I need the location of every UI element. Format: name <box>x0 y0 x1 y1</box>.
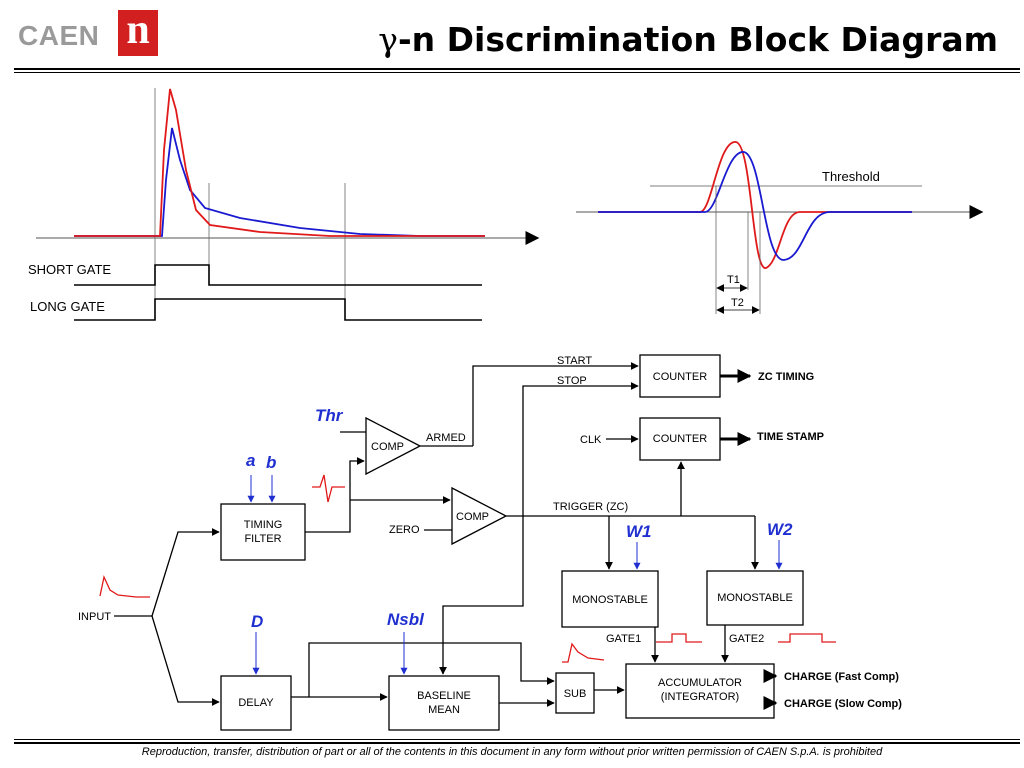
zc-timing-label: ZC TIMING <box>758 371 814 383</box>
armed-label: ARMED <box>426 432 466 444</box>
clk-label: CLK <box>580 434 602 446</box>
threshold-label: Threshold <box>822 169 880 184</box>
zc-blue-pulse <box>598 151 912 261</box>
filter-output-sketch <box>312 474 345 503</box>
input-to-delay-wire <box>151 615 220 706</box>
start-label: START <box>557 355 592 367</box>
gate2-label: GATE2 <box>729 633 764 645</box>
t2-label: T2 <box>731 297 744 309</box>
input-label: INPUT <box>78 611 111 623</box>
trigger-to-baseline <box>439 516 524 675</box>
accumulator-block <box>625 663 775 719</box>
time-stamp-label: TIME STAMP <box>757 431 824 443</box>
sub-label: SUB <box>564 688 587 700</box>
header-rule-thin <box>14 72 1020 73</box>
blue-pulse <box>74 127 485 237</box>
comp-top-triangle <box>365 416 422 476</box>
baseline-mean-block <box>388 675 500 731</box>
logo-letter: n <box>126 7 150 53</box>
comp-bottom-label: COMP <box>456 511 489 523</box>
d-param: D <box>251 612 263 631</box>
delay-to-sub-wire <box>308 642 555 697</box>
footer-rule-thick <box>14 742 1020 744</box>
title-text: -n Discrimination Block Diagram <box>397 20 998 59</box>
b-param: b <box>266 453 276 472</box>
parameter-arrows <box>247 475 783 675</box>
red-pulse <box>74 88 485 237</box>
signal-chain <box>114 354 804 731</box>
baseline-label-1: BASELINE <box>417 690 471 702</box>
trigger-label: TRIGGER (ZC) <box>553 501 628 513</box>
long-gate-waveform <box>74 298 482 321</box>
monostable-2-label: MONOSTABLE <box>717 592 793 604</box>
input-pulse-sketch <box>99 574 150 598</box>
output-arrows <box>720 369 778 710</box>
input-to-timing-wire <box>151 528 220 617</box>
comp-top-label: COMP <box>371 441 404 453</box>
long-gate-label: LONG GATE <box>30 299 105 314</box>
page-title: γ-n Discrimination Block Diagram <box>378 20 998 59</box>
baseline-label-2: MEAN <box>428 704 460 716</box>
a-param: a <box>246 451 255 470</box>
signal-sketches <box>99 474 836 663</box>
charge-slow-label: CHARGE (Slow Comp) <box>784 698 902 710</box>
timing-filter-block <box>220 503 306 561</box>
stop-label: STOP <box>557 375 587 387</box>
charge-fast-label: CHARGE (Fast Comp) <box>784 671 899 683</box>
short-gate-label: SHORT GATE <box>28 262 111 277</box>
logo-badge: n <box>118 7 158 56</box>
timing-filter-label-1: TIMING <box>244 519 283 531</box>
pulse-plot: SHORT GATE LONG GATE <box>28 88 540 321</box>
accumulator-label-2: (INTEGRATOR) <box>661 691 739 703</box>
sub-block <box>555 672 595 714</box>
short-gate-waveform <box>74 264 482 286</box>
monostable-2-block <box>706 570 804 626</box>
stop-wire <box>522 382 639 516</box>
counter-mid-label: COUNTER <box>653 433 707 445</box>
delay-label: DELAY <box>238 697 274 709</box>
w1-param: W1 <box>626 522 652 541</box>
nsbl-param: Nsbl <box>387 610 425 629</box>
counter-top-label: COUNTER <box>653 371 707 383</box>
sub-output-sketch <box>562 642 605 663</box>
timing-filter-label-2: FILTER <box>244 533 281 545</box>
t1-label: T1 <box>727 274 740 286</box>
gate1-sketch <box>656 633 702 643</box>
thr-param: Thr <box>315 406 344 425</box>
gate1-label: GATE1 <box>606 633 641 645</box>
caen-logo: CAEN n <box>14 6 174 62</box>
zero-label: ZERO <box>389 524 420 536</box>
accumulator-label-1: ACCUMULATOR <box>658 677 742 689</box>
w2-param: W2 <box>767 520 793 539</box>
timing-out-wire <box>305 457 365 533</box>
header-rule-thick <box>14 68 1020 70</box>
monostable-1-label: MONOSTABLE <box>572 594 648 606</box>
title-gamma: γ <box>378 20 398 59</box>
logo-text: CAEN <box>18 20 100 51</box>
monostable-1-block <box>561 570 659 628</box>
zc-red-pulse <box>598 141 912 269</box>
gate2-sketch <box>778 633 836 643</box>
zero-crossing-plot: Threshold T1 T2 <box>576 141 984 314</box>
footer-rule-thin <box>14 739 1020 740</box>
comp-bottom-triangle <box>451 486 508 546</box>
delay-block <box>220 675 292 731</box>
start-wire <box>472 362 639 446</box>
footer-notice: Reproduction, transfer, distribution of … <box>141 746 883 758</box>
